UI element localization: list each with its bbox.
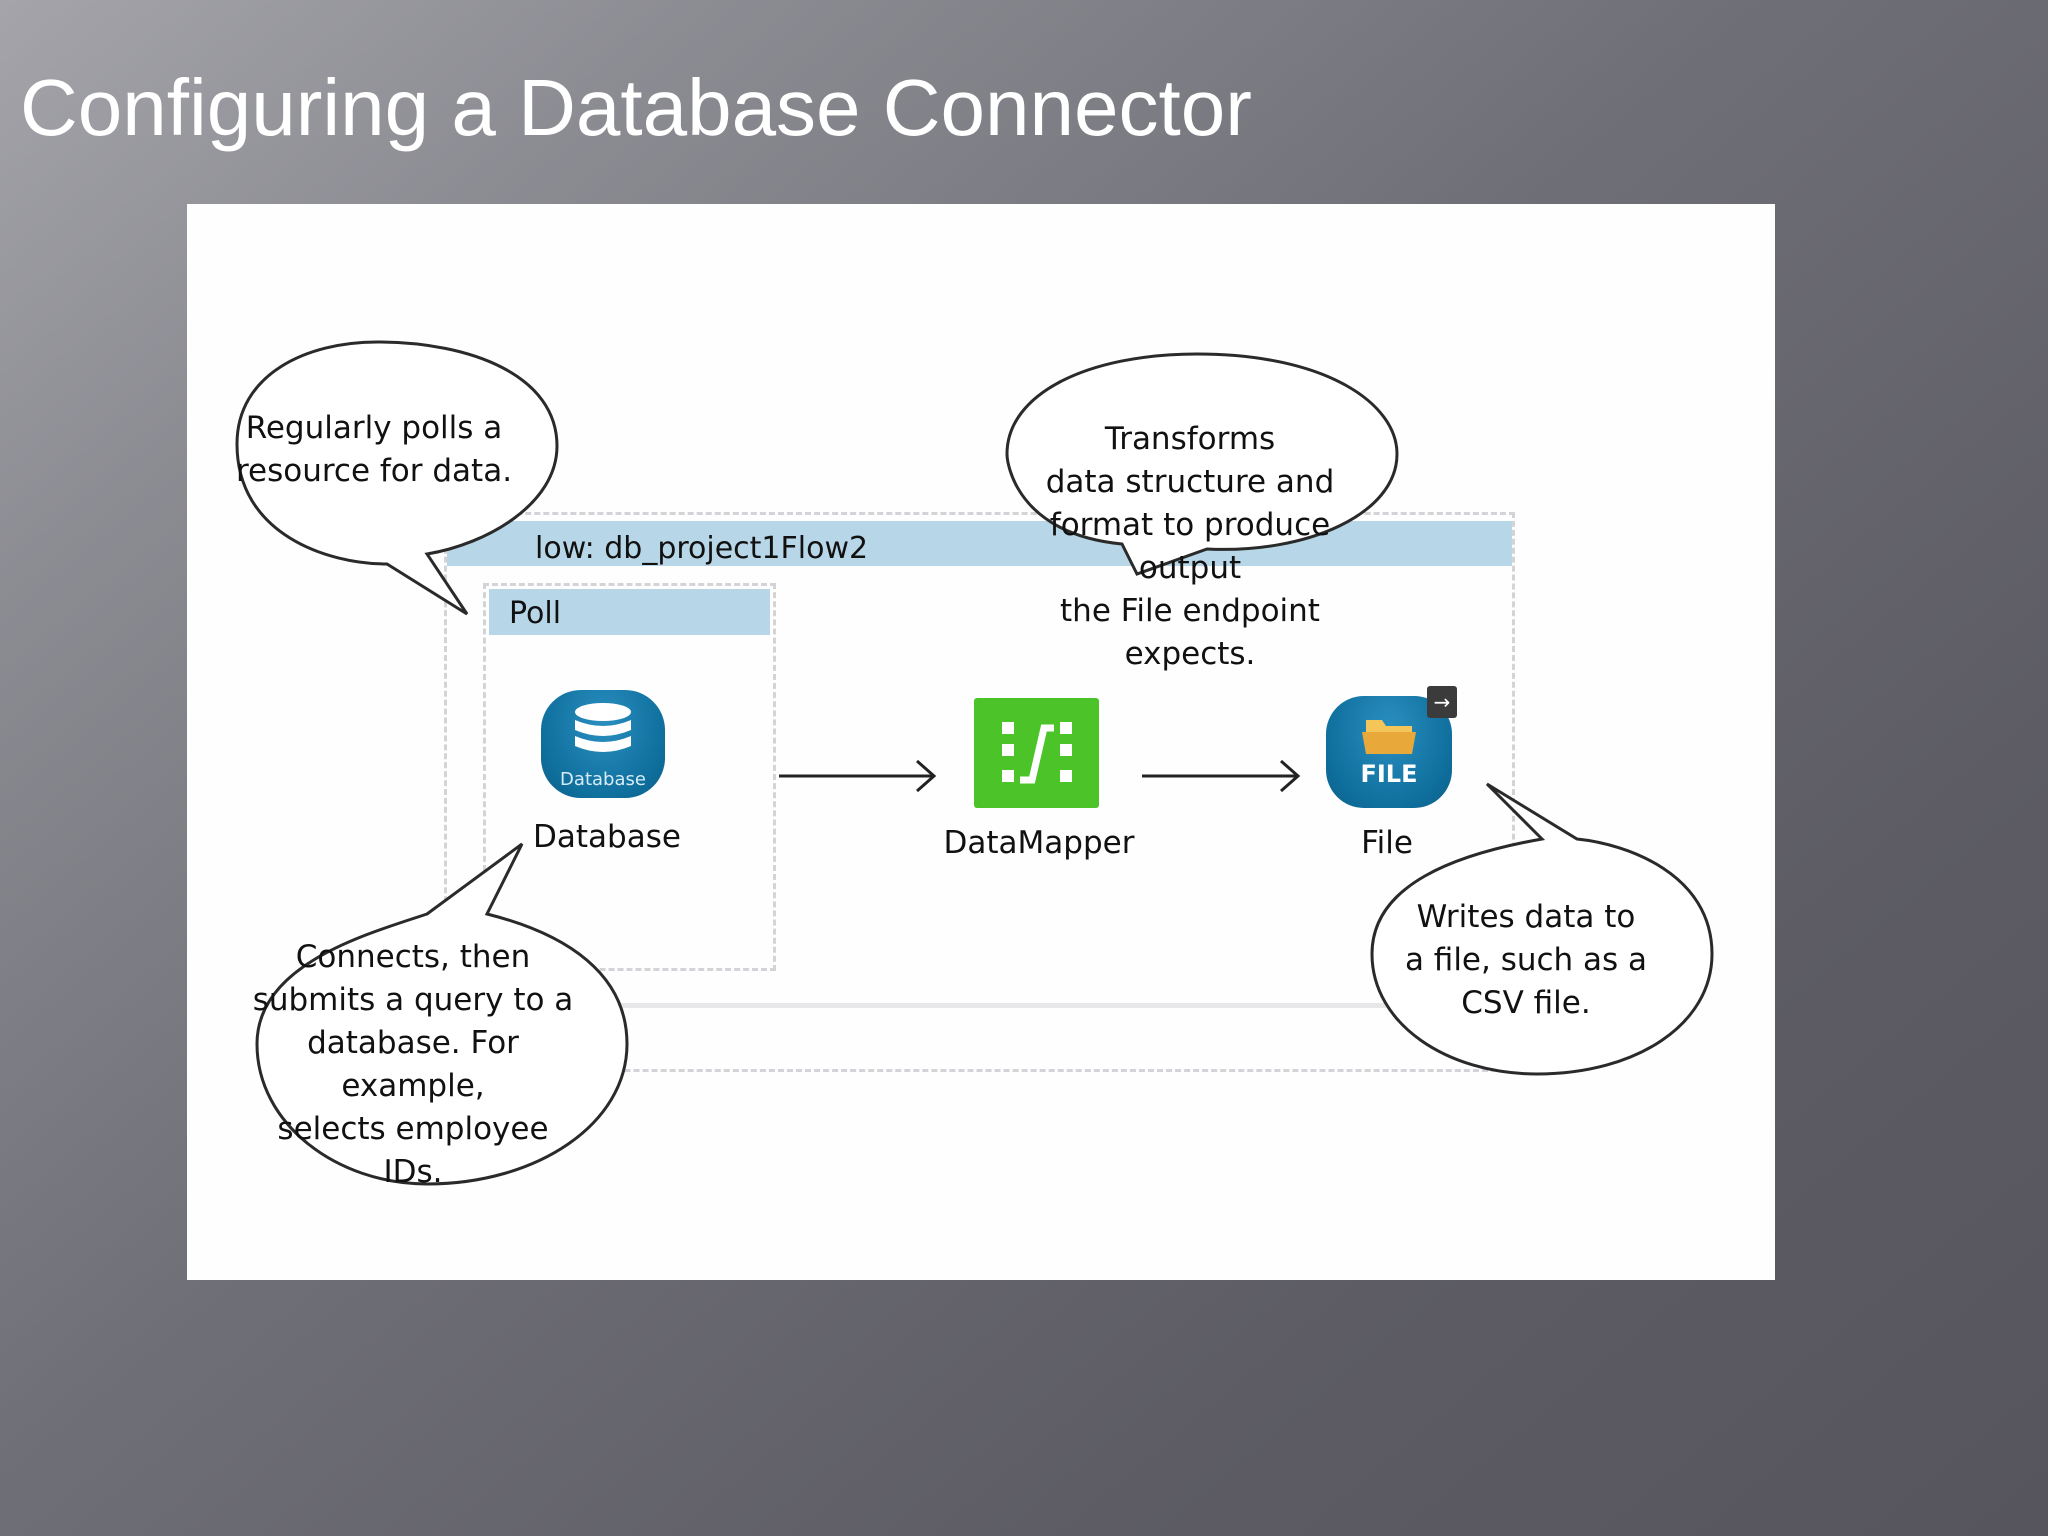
flow-header-bar: low: db_project1Flow2 — [447, 521, 1512, 566]
callout-poll-text: Regularly polls a resource for data. — [235, 410, 513, 489]
callout-transform-text: Transforms data structure and format to … — [1045, 421, 1335, 672]
outbound-arrow-icon: → — [1427, 686, 1457, 718]
speech-bubble-poll — [235, 340, 559, 616]
flow-arrowhead-mapper-to-file — [1280, 759, 1301, 793]
diagram-connectors — [235, 340, 1714, 1186]
flow-diagram-image: low: db_project1Flow2 Poll Database Data… — [187, 204, 1775, 1280]
file-node-label: File — [1361, 825, 1413, 861]
speech-bubble-connect — [255, 842, 629, 1186]
database-icon-caption: Database — [560, 769, 646, 790]
callout-write-text: Writes data to a file, such as a CSV fil… — [1404, 899, 1648, 1021]
flow-container: low: db_project1Flow2 — [444, 512, 1515, 1072]
database-icon[interactable]: Database — [541, 690, 665, 798]
speech-bubble-write — [1370, 782, 1714, 1076]
speech-bubble-transform — [1005, 352, 1399, 576]
slide-title: Configuring a Database Connector — [20, 63, 1252, 152]
file-icon-text: FILE — [1360, 760, 1418, 788]
datamapper-icon[interactable] — [974, 698, 1099, 808]
database-node-label: Database — [533, 819, 681, 855]
datamapper-node-label: DataMapper — [943, 825, 1135, 861]
flow-arrowhead-db-to-mapper — [916, 759, 937, 793]
poll-header-bar: Poll — [489, 589, 770, 635]
flow-divider-line — [447, 1003, 1509, 1008]
poll-scope: Poll — [483, 583, 776, 971]
poll-label: Poll — [509, 596, 562, 631]
callout-connect-text: Connects, then submits a query to a data… — [252, 939, 574, 1190]
flow-name-label: low: db_project1Flow2 — [535, 531, 869, 566]
